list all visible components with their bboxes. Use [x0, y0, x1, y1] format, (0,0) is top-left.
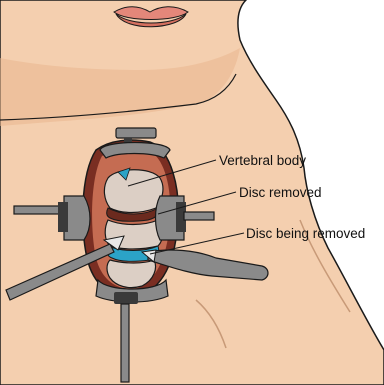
label-disc-being-removed: Disc being removed [246, 226, 365, 241]
vertebral-body-upper [104, 170, 163, 213]
label-vertebral-body: Vertebral body [219, 153, 306, 168]
label-disc-removed: Disc removed [239, 185, 322, 200]
